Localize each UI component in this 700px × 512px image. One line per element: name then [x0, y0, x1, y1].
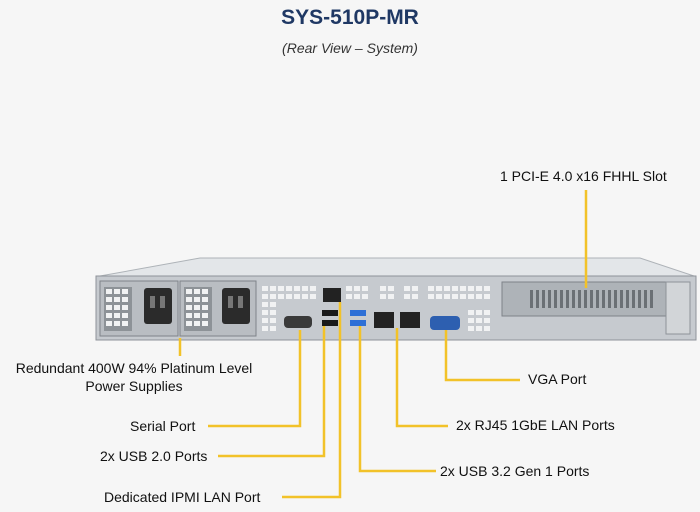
vga-port-label: VGA Port — [528, 371, 587, 387]
power-supply-2 — [179, 280, 257, 337]
lan-ports-label: 2x RJ45 1GbE LAN Ports — [456, 417, 615, 433]
power-supplies-label-line2: Power Supplies — [85, 378, 183, 394]
lan-leader — [395, 328, 448, 428]
serial-port-label: Serial Port — [130, 418, 196, 434]
lan-port-1 — [374, 312, 394, 328]
ipmi-port-label: Dedicated IPMI LAN Port — [104, 489, 261, 505]
chassis-ear — [665, 281, 691, 335]
leader-lines — [178, 190, 588, 499]
power-supply-1 — [99, 280, 179, 337]
ipmi-leader — [282, 302, 342, 499]
usb2-leader — [218, 326, 326, 458]
page-subtitle: (Rear View – System) — [282, 40, 418, 56]
ipmi-lan-port — [323, 288, 341, 302]
usb3-leader — [358, 326, 436, 473]
vga-leader — [444, 330, 520, 382]
usb3-port-1 — [350, 310, 366, 316]
power-supplies-label-line1: Redundant 400W 94% Platinum Level — [15, 360, 253, 376]
lan-port-2 — [400, 312, 420, 328]
serial-port — [284, 316, 312, 328]
usb2-port-1 — [322, 310, 338, 316]
power-inlet-1 — [144, 288, 172, 324]
io-vent-grid — [262, 286, 490, 331]
vga-port — [430, 316, 460, 330]
usb3-ports-label: 2x USB 3.2 Gen 1 Ports — [440, 463, 590, 479]
serial-leader — [208, 330, 302, 428]
power-inlet-2 — [222, 288, 250, 324]
chassis-top — [99, 257, 695, 277]
usb3-port-2 — [350, 320, 366, 326]
usb2-port-2 — [322, 320, 338, 326]
page-title: SYS-510P-MR — [281, 6, 419, 29]
usb2-ports-label: 2x USB 2.0 Ports — [100, 448, 208, 464]
pcie-slot-label: 1 PCI-E 4.0 x16 FHHL Slot — [500, 168, 667, 184]
